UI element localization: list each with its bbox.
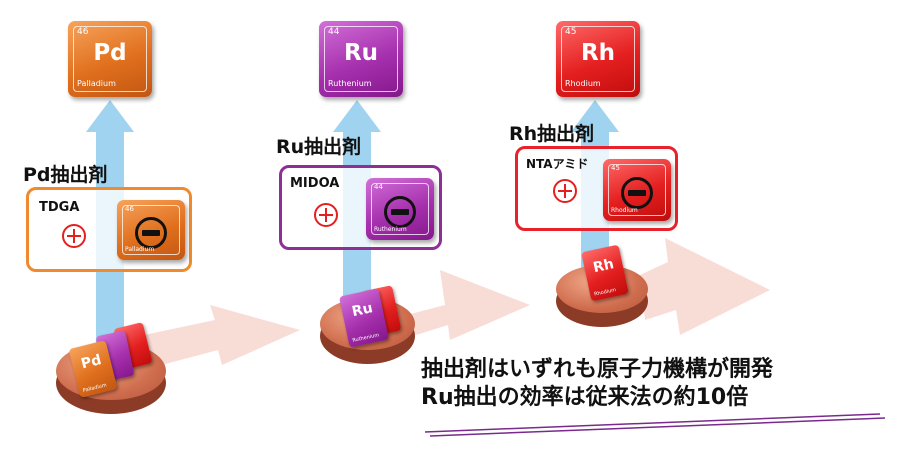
element-name: Rhodium <box>565 79 601 88</box>
summary-line-2: Ru抽出の効率は従来法の約10倍 <box>421 385 749 410</box>
atomic-number: 44 <box>374 183 383 191</box>
minus-icon <box>135 217 167 249</box>
minus-icon <box>621 177 653 209</box>
ru-extractant-box: MIDOA 44 Ruthenium <box>279 165 442 250</box>
atomic-number: 44 <box>328 27 340 37</box>
tile-ruthenium-complex: 44 Ruthenium <box>366 178 434 240</box>
ru-extractant-title: Ru抽出剤 <box>276 136 362 158</box>
flow-arrow-2 <box>395 270 530 340</box>
rh-agent-label: NTAアミド <box>526 157 589 171</box>
flow-arrow-1 <box>130 305 300 372</box>
tile-rhodium: 45 Rh Rhodium <box>556 21 640 97</box>
element-name: Rhodium <box>593 287 617 298</box>
tile-palladium: 46 Pd Palladium <box>68 21 152 97</box>
pd-extractant-box: TDGA 46 Palladium <box>26 187 192 272</box>
pd-extractant-title: Pd抽出剤 <box>23 164 108 186</box>
element-name: Ruthenium <box>374 226 407 233</box>
atomic-number: 45 <box>565 27 577 37</box>
element-name: Palladium <box>125 246 155 253</box>
tile-ruthenium: 44 Ru Ruthenium <box>319 21 403 97</box>
element-symbol: Ru <box>343 40 379 66</box>
element-name: Ruthenium <box>328 79 372 88</box>
plus-icon <box>62 224 86 248</box>
element-name: Ruthenium <box>351 332 380 344</box>
tile-palladium-complex: 46 Palladium <box>117 200 185 260</box>
element-name: Rhodium <box>611 207 638 214</box>
plus-icon <box>553 179 577 203</box>
element-symbol: Rh <box>580 40 616 66</box>
underline-1 <box>424 413 881 433</box>
summary-line-1: 抽出剤はいずれも原子力機構が開発 <box>421 357 774 382</box>
plus-icon <box>314 203 338 227</box>
element-symbol: Ru <box>350 300 375 321</box>
rh-extractant-title: Rh抽出剤 <box>509 123 595 145</box>
ru-agent-label: MIDOA <box>290 176 340 191</box>
rh-extractant-box: NTAアミド 45 Rhodium <box>515 146 678 231</box>
element-symbol: Pd <box>79 351 104 373</box>
underline-2 <box>429 417 886 437</box>
atomic-number: 46 <box>77 27 89 37</box>
atomic-number: 45 <box>611 164 620 172</box>
flow-arrow-3 <box>640 238 770 335</box>
element-symbol: Rh <box>591 256 616 277</box>
tile-rhodium-complex: 45 Rhodium <box>603 159 671 221</box>
atomic-number: 46 <box>125 205 134 213</box>
pd-agent-label: TDGA <box>39 200 80 215</box>
element-symbol: Pd <box>93 40 127 66</box>
element-name: Palladium <box>77 79 116 88</box>
minus-icon <box>384 196 416 228</box>
